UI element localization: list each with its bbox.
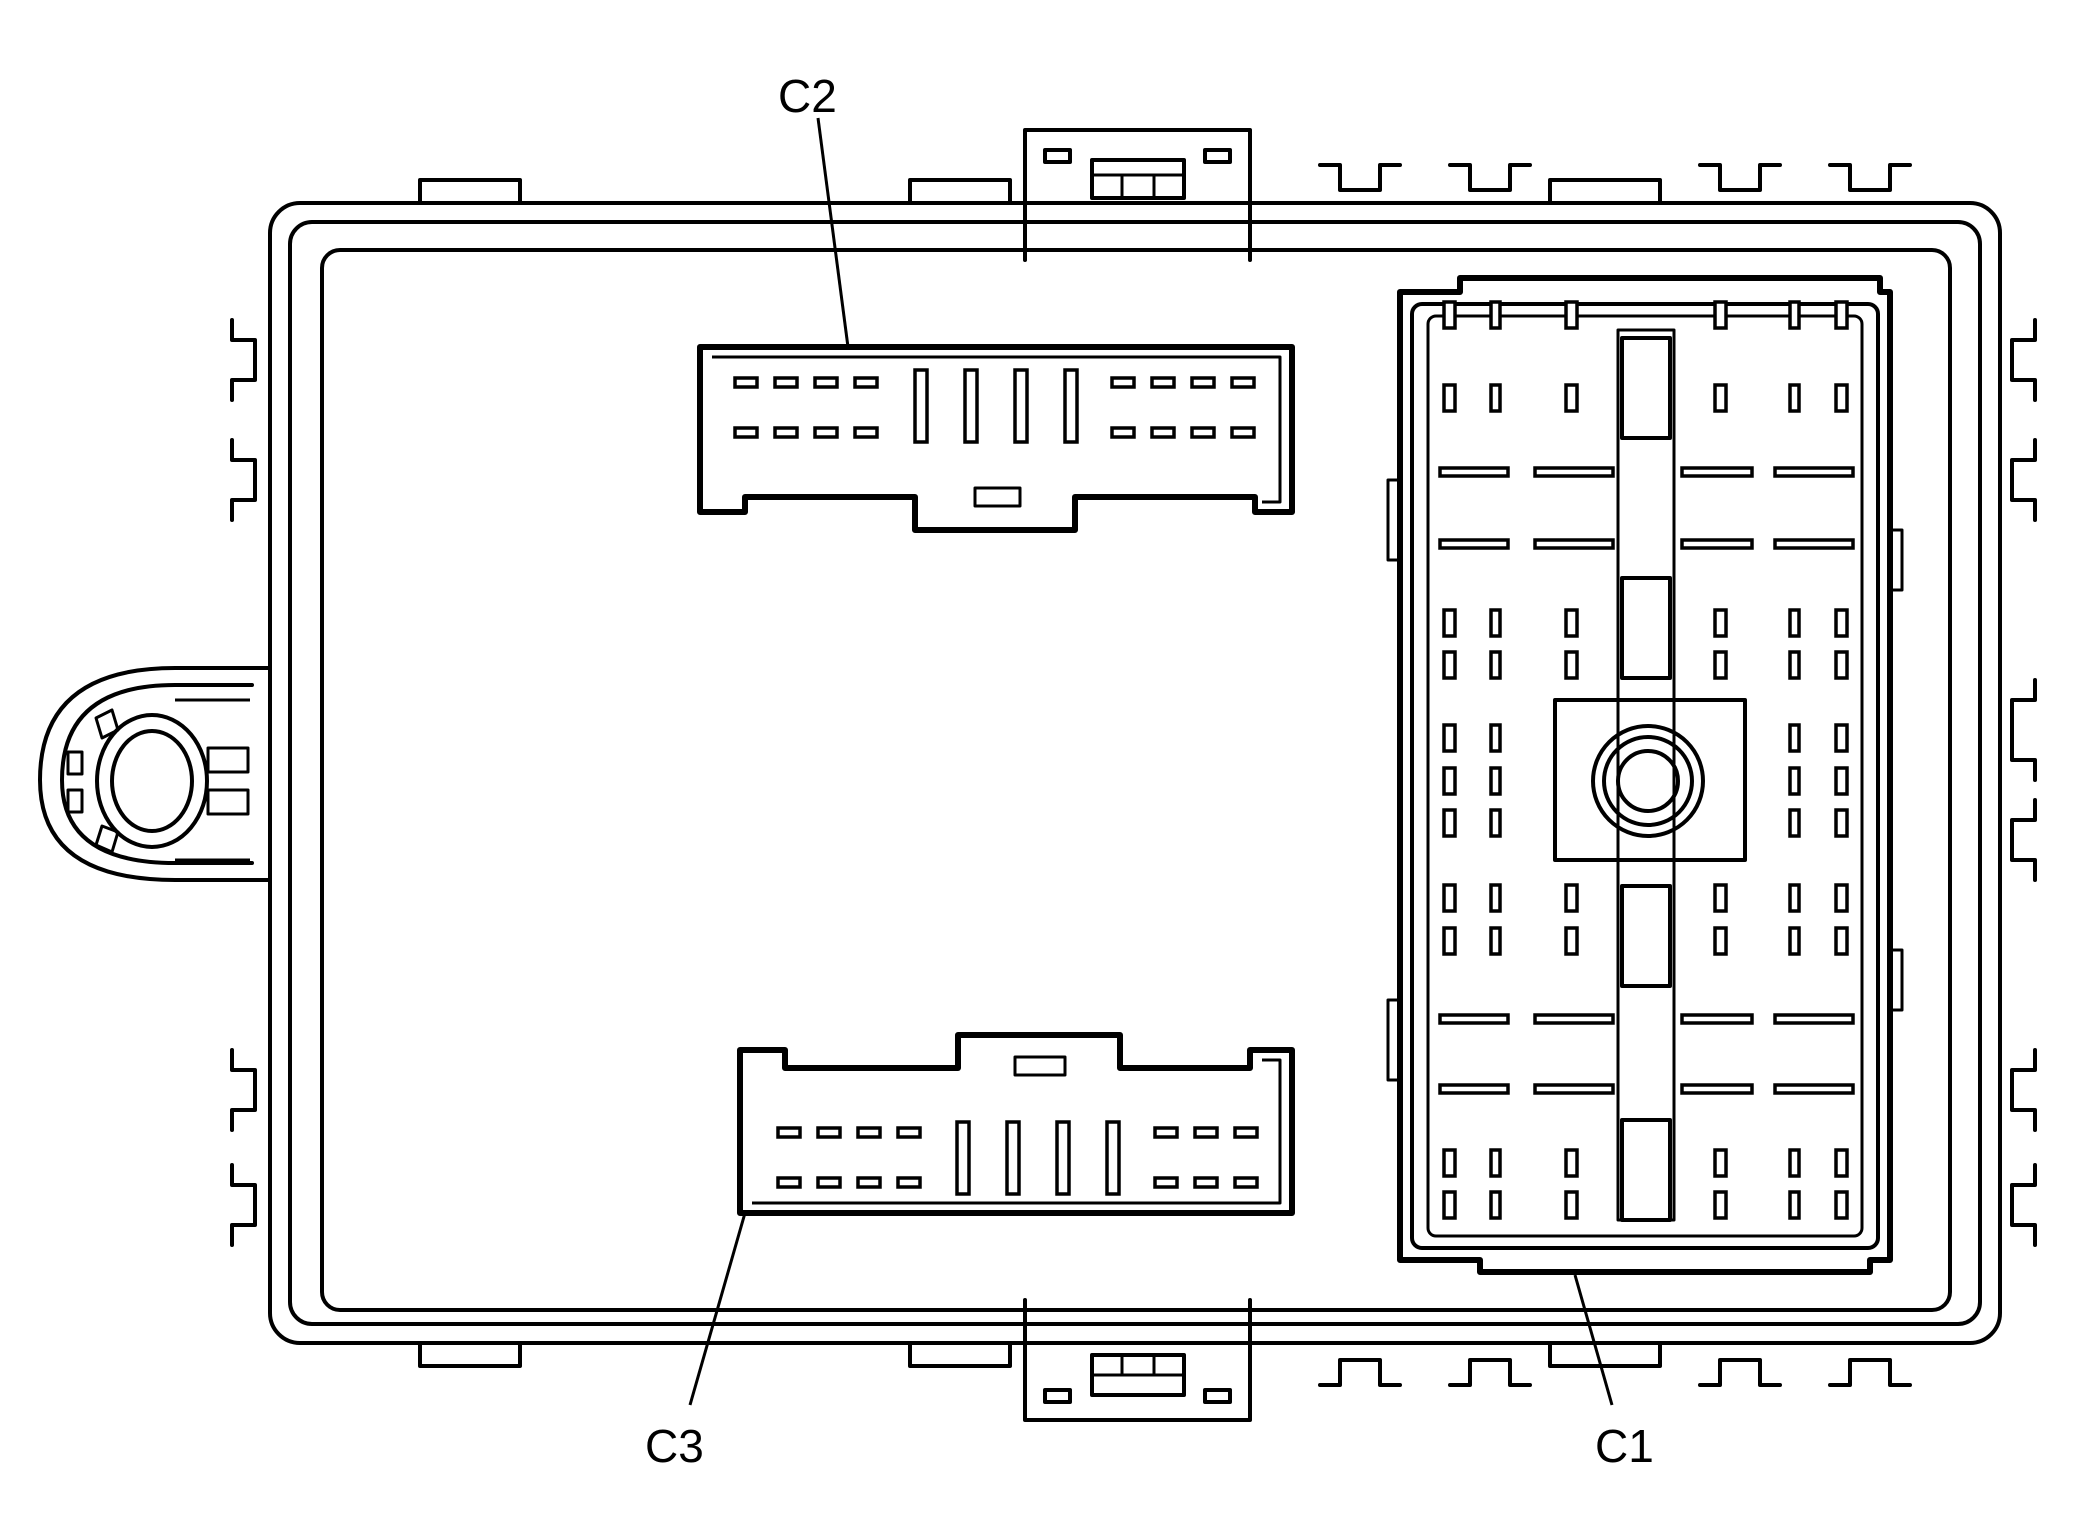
c2-pins xyxy=(733,368,1256,444)
bottom-latch xyxy=(1023,1298,1252,1422)
c1-pins xyxy=(1442,300,1849,1220)
top-latch xyxy=(1023,128,1252,262)
c3-pins xyxy=(776,1120,1259,1196)
module-housing xyxy=(38,128,2037,1422)
c1-label: C1 xyxy=(1595,1420,1654,1472)
connector-c1 xyxy=(1386,275,1904,1275)
connector-c2 xyxy=(697,344,1295,533)
c3-label: C3 xyxy=(645,1420,704,1472)
c1-bars xyxy=(1438,466,1855,1095)
c1-leader-line xyxy=(1573,1274,1614,1406)
mounting-ear xyxy=(38,666,272,882)
c2-leader-line xyxy=(816,117,850,348)
c3-leader-line xyxy=(688,1212,747,1406)
connector-c3 xyxy=(737,1032,1295,1216)
c2-label: C2 xyxy=(778,70,837,122)
